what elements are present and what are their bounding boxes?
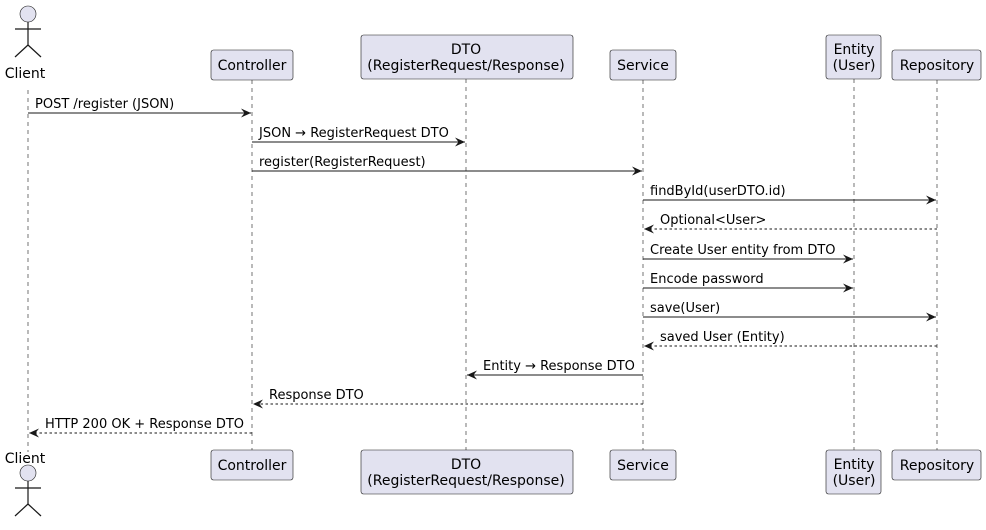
message-label: saved User (Entity) <box>660 330 785 345</box>
participant-label: DTO <box>451 457 481 473</box>
participant-label: Repository <box>900 458 974 474</box>
messages: POST /register (JSON) JSON → RegisterRequ… <box>28 97 937 438</box>
actor-leg-icon <box>14 503 29 517</box>
message-label: findById(userDTO.id) <box>650 184 786 199</box>
actor-label: Client <box>5 451 46 467</box>
message-label: Encode password <box>650 272 764 287</box>
participant-box <box>609 49 677 81</box>
participant-label: (RegisterRequest/Response) <box>367 58 564 74</box>
participant-box <box>360 449 574 495</box>
participant-service-bottom: Service <box>609 449 677 481</box>
participant-box <box>891 49 982 81</box>
participant-label: (User) <box>833 473 876 489</box>
message-1: POST /register (JSON) <box>28 97 251 118</box>
arrowhead-icon <box>29 428 39 438</box>
actor-head-icon <box>19 464 37 482</box>
arrowhead-icon <box>926 195 936 205</box>
arrowhead-icon <box>467 370 477 380</box>
participant-box <box>891 449 982 481</box>
participant-dto-top: DTO(RegisterRequest/Response) <box>360 34 574 80</box>
message-label: register(RegisterRequest) <box>259 155 426 170</box>
arrowhead-icon <box>843 283 853 293</box>
actor-leg-icon <box>27 44 42 58</box>
participant-label: Service <box>617 458 669 474</box>
arrowhead-icon <box>644 341 654 351</box>
message-5: Optional<User> <box>644 213 937 234</box>
participant-box <box>825 449 882 495</box>
participant-label: (RegisterRequest/Response) <box>367 473 564 489</box>
arrowhead-icon <box>644 224 654 234</box>
actor-client-top: Client <box>5 5 46 82</box>
message-label: HTTP 200 OK + Response DTO <box>45 417 244 432</box>
message-label: save(User) <box>650 301 720 316</box>
participant-label: Entity <box>834 457 875 473</box>
arrowhead-icon <box>926 312 936 322</box>
message-label: Response DTO <box>269 388 364 403</box>
message-10: Entity → Response DTO <box>467 359 643 380</box>
participant-box <box>825 34 882 80</box>
message-6: Create User entity from DTO <box>643 243 853 264</box>
message-label: Optional<User> <box>660 213 766 228</box>
participant-box <box>210 449 294 481</box>
arrowhead-icon <box>241 108 251 118</box>
message-label: POST /register (JSON) <box>35 97 174 112</box>
message-11: Response DTO <box>253 388 643 409</box>
arrowhead-icon <box>253 399 263 409</box>
lifelines <box>27 79 938 452</box>
participant-label: Service <box>617 58 669 74</box>
participant-controller-top: Controller <box>210 49 294 81</box>
participants: ControllerControllerDTO(RegisterRequest/… <box>5 5 982 517</box>
actor-head-icon <box>19 5 37 23</box>
participant-label: DTO <box>451 42 481 58</box>
message-label: Create User entity from DTO <box>650 243 836 258</box>
participant-label: Repository <box>900 58 974 74</box>
message-label: Entity → Response DTO <box>483 359 635 374</box>
participant-controller-bottom: Controller <box>210 449 294 481</box>
message-8: save(User) <box>643 301 936 322</box>
participant-repository-bottom: Repository <box>891 449 982 481</box>
arrowhead-icon <box>455 137 465 147</box>
actor-leg-icon <box>27 503 42 517</box>
arrowhead-icon <box>632 166 642 176</box>
actor-client-bottom: Client <box>5 451 46 517</box>
message-12: HTTP 200 OK + Response DTO <box>29 417 252 438</box>
actor-leg-icon <box>14 44 29 58</box>
participant-repository-top: Repository <box>891 49 982 81</box>
participant-label: (User) <box>833 58 876 74</box>
actor-label: Client <box>5 66 46 82</box>
message-3: register(RegisterRequest) <box>252 155 642 176</box>
message-4: findById(userDTO.id) <box>643 184 936 205</box>
participant-dto-bottom: DTO(RegisterRequest/Response) <box>360 449 574 495</box>
participant-service-top: Service <box>609 49 677 81</box>
participant-box <box>360 34 574 80</box>
message-label: JSON → RegisterRequest DTO <box>258 126 449 141</box>
participant-entity-top: Entity(User) <box>825 34 882 80</box>
participant-label: Controller <box>218 58 287 74</box>
message-7: Encode password <box>643 272 853 293</box>
arrowhead-icon <box>843 254 853 264</box>
participant-label: Entity <box>834 42 875 58</box>
message-9: saved User (Entity) <box>644 330 937 351</box>
participant-box <box>210 49 294 81</box>
participant-entity-bottom: Entity(User) <box>825 449 882 495</box>
message-2: JSON → RegisterRequest DTO <box>252 126 465 147</box>
participant-box <box>609 449 677 481</box>
participant-label: Controller <box>218 458 287 474</box>
